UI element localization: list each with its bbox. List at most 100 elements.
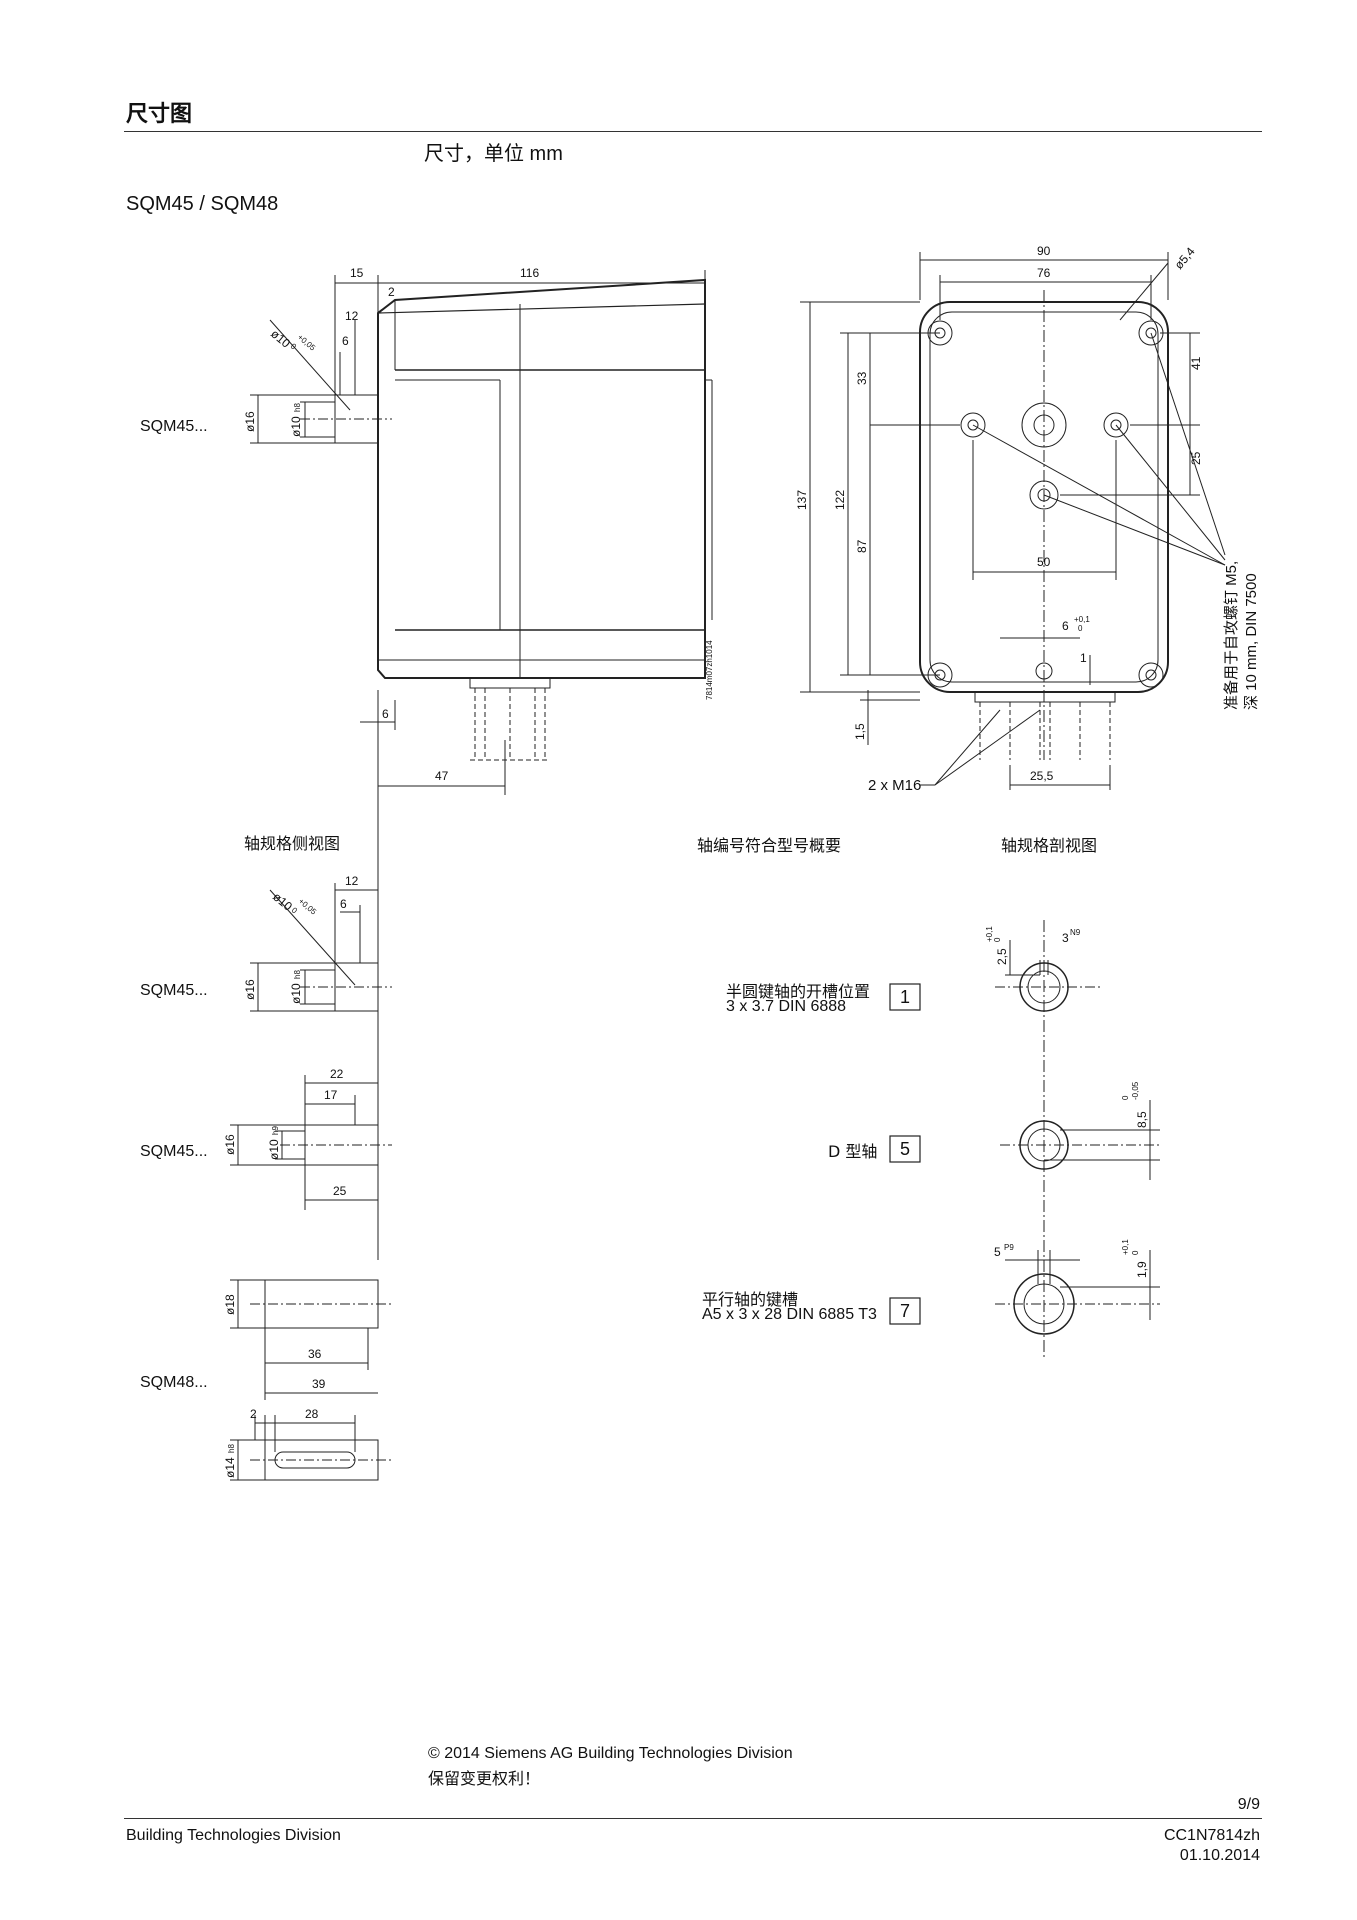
- screw-note-1: 准备用于自攻螺钉 M5,: [1223, 561, 1240, 710]
- s3-dim-39: 39: [312, 1377, 326, 1391]
- dim-47: 47: [435, 769, 449, 783]
- s1-dim-phi16: ø16: [243, 979, 257, 1000]
- section-views: [995, 920, 1160, 1360]
- dim-33: 33: [855, 371, 869, 385]
- sec3-tol-lower: 0: [1131, 1250, 1140, 1255]
- shaft-1-desc: 半圆键轴的开槽位置: [726, 982, 871, 1001]
- s3-dim-phi18: ø18: [223, 1294, 237, 1315]
- sec1-dim-2-5: 2,5: [995, 948, 1009, 965]
- shaft-1-din: 3 x 3.7 DIN 6888: [726, 998, 847, 1015]
- s3-dim-28: 28: [305, 1407, 319, 1421]
- models-heading: SQM45 / SQM48: [126, 193, 279, 215]
- shaft-3-side: [230, 1279, 392, 1481]
- sec2-tol-upper: 0: [1121, 1095, 1130, 1100]
- model-label-s1: SQM45...: [140, 982, 208, 999]
- shaft-7-din: A5 x 3 x 28 DIN 6885 T3: [702, 1306, 877, 1323]
- dim-25: 25: [1189, 451, 1203, 465]
- dimension-drawing: 116 15 2 12 6 ø10 +0,05 0 ø16 ø10 h8 6 4…: [223, 244, 1260, 1481]
- s2-dim-17: 17: [324, 1088, 338, 1102]
- s2-h9: h9: [271, 1126, 280, 1135]
- dim-phi54: ø5,4: [1172, 244, 1198, 272]
- shaft-5-box: [889, 1135, 921, 1163]
- dim-116: 116: [520, 266, 539, 280]
- sec3-p9: P9: [1004, 1243, 1014, 1252]
- caption-overview: 轴编号符合型号概要: [697, 836, 842, 855]
- rights-note: 保留变更权利！: [428, 1769, 541, 1788]
- dim-137: 137: [795, 490, 809, 510]
- header-rule: [124, 131, 1262, 132]
- caption-section-view: 轴规格剖视图: [1001, 836, 1098, 855]
- page-title: 尺寸图: [126, 101, 193, 126]
- doc-number: CC1N7814zh: [1163, 1827, 1260, 1844]
- shaft-7-desc: 平行轴的键槽: [702, 1290, 799, 1309]
- sec3-dim-1-9: 1,9: [1135, 1261, 1149, 1278]
- dim-25-5: 25,5: [1030, 769, 1054, 783]
- model-label-s2: SQM45...: [140, 1143, 208, 1160]
- screw-note-2: 深 10 mm, DIN 7500: [1243, 573, 1260, 710]
- shaft-7-box: [889, 1297, 921, 1325]
- model-label-top: SQM45...: [140, 418, 208, 435]
- dim-6-tol-lower: 0: [1078, 624, 1083, 633]
- shaft-7-number: 7: [900, 1301, 910, 1321]
- s1-tol-upper: +0,05: [297, 897, 319, 917]
- sec1-dim-3: 3: [1062, 931, 1069, 945]
- shaft-5-desc: D 型轴: [828, 1142, 878, 1161]
- s3-dim-36: 36: [308, 1347, 322, 1361]
- dim-phi10h8: ø10: [289, 416, 303, 437]
- dim-phi10-tol-upper: +0,05: [296, 333, 318, 353]
- s2-dim-phi10: ø10: [267, 1139, 281, 1160]
- side-view: [250, 270, 713, 1260]
- dim-phi16: ø16: [243, 411, 257, 432]
- dim-6-tol-upper: +0,1: [1074, 615, 1090, 624]
- s1-h8: h8: [293, 970, 302, 979]
- dim-phi10-tol-lower: 0: [289, 342, 299, 352]
- dim-41: 41: [1189, 356, 1203, 370]
- s2-dim-22: 22: [330, 1067, 344, 1081]
- s2-dim-25: 25: [333, 1184, 347, 1198]
- shaft-1-box: [889, 983, 921, 1011]
- sec3-tol-upper: +0,1: [1121, 1239, 1130, 1255]
- sec1-n9: N9: [1070, 928, 1081, 937]
- shaft-5-number: 5: [900, 1139, 910, 1159]
- footer-division: Building Technologies Division: [126, 1827, 341, 1844]
- sec2-tol-lower: -0,05: [1131, 1081, 1140, 1100]
- shaft-1-side: [250, 883, 392, 1012]
- shaft-1-number: 1: [900, 987, 910, 1007]
- dim-50: 50: [1037, 555, 1051, 569]
- dim-12: 12: [345, 309, 359, 323]
- s1-dim-6: 6: [340, 897, 347, 911]
- units-note: 尺寸，单位 mm: [424, 143, 563, 165]
- drawing-code: 7814m07zh1014: [705, 640, 714, 700]
- s3-h8: h8: [227, 1444, 236, 1453]
- s1-tol-lower: 0: [290, 906, 300, 916]
- s3-dim-2: 2: [250, 1407, 257, 1421]
- caption-side-view: 轴规格侧视图: [244, 834, 341, 853]
- label-2xM16: 2 x M16: [868, 777, 921, 794]
- dim-90: 90: [1037, 244, 1051, 258]
- s2-dim-phi16: ø16: [223, 1134, 237, 1155]
- shaft-2-side: [230, 1075, 392, 1210]
- s1-dim-12: 12: [345, 874, 359, 888]
- s1-dim-phi10h8: ø10: [289, 983, 303, 1004]
- dim-76: 76: [1037, 266, 1051, 280]
- page-number: 9/9: [1237, 1796, 1260, 1813]
- model-label-s3: SQM48...: [140, 1374, 208, 1391]
- dim-h8: h8: [293, 403, 302, 412]
- doc-date: 01.10.2014: [1179, 1847, 1260, 1864]
- footer-rule: [124, 1818, 1262, 1819]
- copyright: © 2014 Siemens AG Building Technologies …: [428, 1745, 793, 1762]
- dim-6-front: 6: [1062, 619, 1069, 633]
- dim-122: 122: [833, 490, 847, 510]
- dim-6b: 6: [382, 707, 389, 721]
- dim-87: 87: [855, 539, 869, 553]
- dim-1-5: 1,5: [853, 723, 867, 740]
- sec2-dim-8-5: 8,5: [1135, 1111, 1149, 1128]
- dim-6: 6: [342, 334, 349, 348]
- dim-15: 15: [350, 266, 364, 280]
- s3-dim-phi14: ø14: [223, 1457, 237, 1478]
- sec1-tol-upper: +0,1: [985, 926, 994, 942]
- sec1-tol-lower: 0: [993, 937, 1002, 942]
- sec3-dim-5: 5: [994, 1245, 1001, 1259]
- front-view: [800, 252, 1226, 790]
- dim-2: 2: [388, 285, 395, 299]
